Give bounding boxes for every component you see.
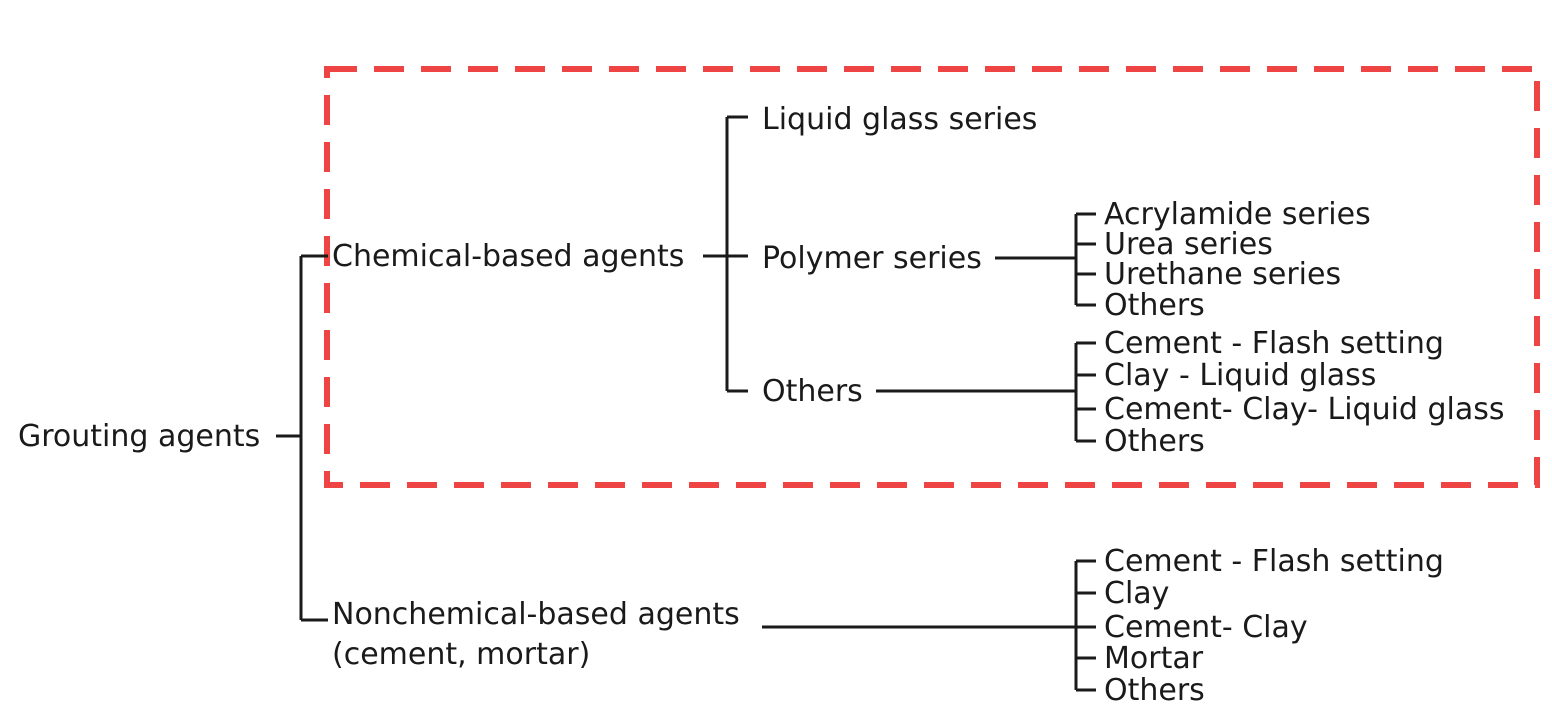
leaf-cement-flash-setting: Cement - Flash setting (1104, 326, 1444, 361)
leaf-nonchem-clay: Clay (1104, 576, 1169, 611)
chemical-highlight-box (324, 66, 1540, 488)
node-nonchemical-subtitle: (cement, mortar) (332, 637, 590, 672)
leaf-urea-series: Urea series (1104, 227, 1273, 262)
polymer-connector (995, 212, 1096, 307)
node-nonchemical-based-agents: Nonchemical-based agents (332, 597, 740, 632)
leaf-urethane-series: Urethane series (1104, 257, 1341, 292)
nonchemical-connector (762, 559, 1096, 692)
leaf-nonchem-others: Others (1104, 673, 1205, 708)
chemical-others-connector (876, 341, 1096, 443)
node-chemical-others: Others (762, 374, 863, 409)
root-connector (276, 254, 328, 622)
node-root: Grouting agents (18, 419, 260, 454)
leaf-polymer-others: Others (1104, 288, 1205, 323)
leaf-clay-liquid-glass: Clay - Liquid glass (1104, 358, 1376, 393)
leaf-chemical-others-others: Others (1104, 424, 1205, 459)
node-polymer-series: Polymer series (762, 241, 982, 276)
leaf-nonchem-mortar: Mortar (1104, 641, 1204, 676)
leaf-nonchem-cement-clay: Cement- Clay (1104, 610, 1308, 645)
leaf-acrylamide-series: Acrylamide series (1104, 197, 1371, 232)
leaf-cement-clay-liquid-glass: Cement- Clay- Liquid glass (1104, 392, 1505, 427)
leaf-nonchem-cement-flash-setting: Cement - Flash setting (1104, 544, 1444, 579)
chemical-connector (703, 115, 748, 393)
node-liquid-glass-series: Liquid glass series (762, 102, 1037, 137)
node-chemical-based-agents: Chemical-based agents (332, 239, 684, 274)
